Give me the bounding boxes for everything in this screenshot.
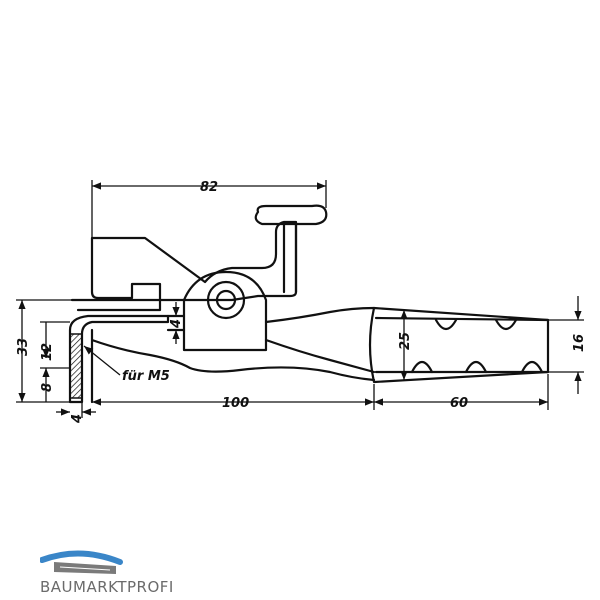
dim-60: 60 [450,396,468,411]
logo-text: BAUMARKTPROFI [40,578,174,596]
pivot-block [182,270,268,352]
dim-82: 82 [200,180,218,195]
roof-logo-icon [40,550,123,574]
dim-16: 16 [572,334,587,352]
handle-knob [254,204,328,226]
lever-body [90,220,298,302]
handle-stem [282,222,298,294]
pivot-hole [206,280,246,320]
baumarktprofi-logo: BAUMARKTPROFI [40,548,173,598]
dim-33: 33 [16,338,31,356]
arm-lower-contour [90,328,376,404]
dim-4-pivot: 4 [169,319,184,329]
dim-25: 25 [398,332,413,350]
dim-12: 12 [40,343,55,361]
grip-bumps-top [434,318,518,331]
tube-end [368,306,550,384]
dim-100: 100 [222,396,249,411]
pivot-pin [215,289,237,311]
dim-8: 8 [40,383,55,392]
note-m5: für M5 [122,369,170,384]
connecting-arm [166,306,376,374]
dim-4-bottom: 4 [70,414,85,424]
leader-m5 [83,345,121,376]
base-bracket [68,314,170,404]
bracket-top-plate [70,298,162,312]
grip-bumps-bottom [410,360,544,374]
hatched-thread-insert [69,333,83,399]
